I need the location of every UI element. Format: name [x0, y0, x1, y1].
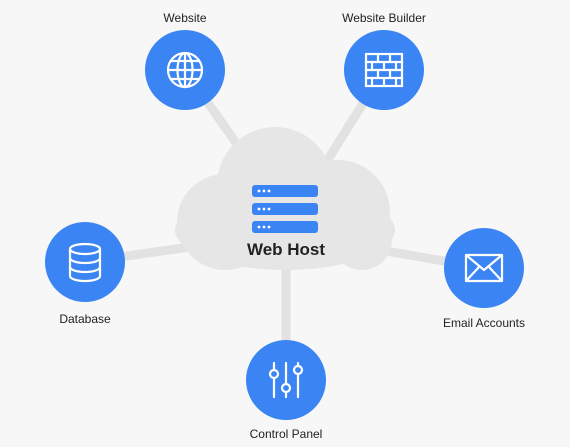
node-database [45, 222, 125, 302]
database-icon [68, 242, 102, 283]
sliders-icon [268, 361, 304, 399]
label-email-accounts: Email Accounts [442, 316, 526, 330]
brick-wall-icon [364, 52, 404, 88]
label-website: Website [163, 11, 207, 25]
node-website-builder [344, 30, 424, 110]
node-email-accounts [444, 228, 524, 308]
node-website [145, 30, 225, 110]
label-control-panel: Control Panel [249, 427, 323, 441]
globe-icon [166, 51, 204, 89]
server-icon [252, 185, 318, 233]
label-database: Database [59, 312, 111, 326]
envelope-icon [464, 253, 504, 283]
node-control-panel [246, 340, 326, 420]
center-title: Web Host [246, 240, 326, 259]
label-website-builder: Website Builder [342, 11, 426, 25]
